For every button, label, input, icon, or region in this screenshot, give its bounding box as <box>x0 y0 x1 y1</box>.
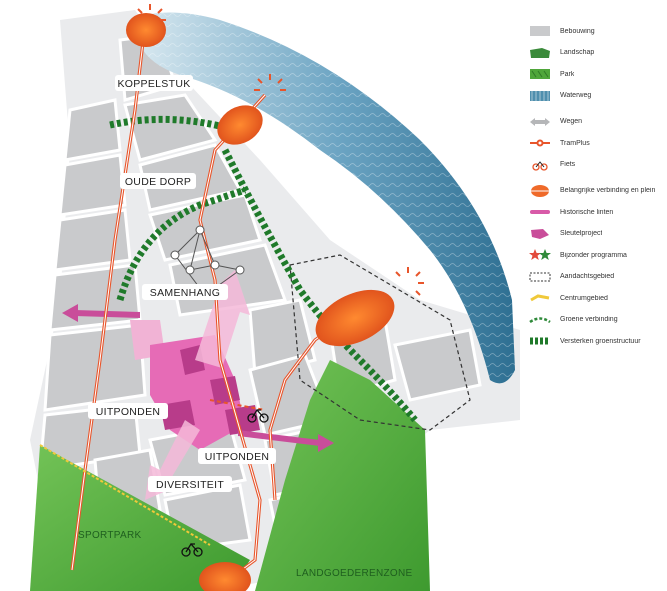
node-koppelstuk <box>126 13 166 47</box>
tram-icon <box>528 136 552 150</box>
label-sportpark: SPORTPARK <box>78 530 141 541</box>
legend-item-historische-linten: Historische linten <box>528 203 664 221</box>
legend-item-belangrijke-verbinding: Belangrijke verbinding en plein <box>528 182 664 200</box>
bicycle-icon <box>181 542 203 557</box>
legend: Bebouwing Landschap Park Waterweg Wegen … <box>528 22 664 354</box>
green-zigzag-icon <box>528 334 552 348</box>
connection-icon <box>528 184 552 198</box>
landscape-swatch <box>528 46 552 60</box>
legend-item-sleutelproject: Sleutelproject <box>528 225 664 243</box>
green-link-icon <box>528 313 552 327</box>
center-area-icon <box>528 291 552 305</box>
attention-area-outline <box>289 254 471 431</box>
key-project-icon <box>528 227 552 241</box>
legend-item-park: Park <box>528 65 664 83</box>
map-canvas: KOPPELSTUK OUDE DORP SAMENHANG UITPONDEN… <box>30 4 520 591</box>
label-diversiteit: DIVERSITEIT <box>156 479 224 491</box>
legend-item-centrumgebied: Centrumgebied <box>528 289 664 307</box>
legend-item-versterken-groenstructuur: Versterken groenstructuur <box>528 332 664 350</box>
park-landgoederenzone <box>255 360 430 591</box>
label-oude-dorp: OUDE DORP <box>125 176 191 188</box>
bicycle-icon <box>247 408 269 423</box>
legend-item-wegen: Wegen <box>528 113 664 131</box>
burst-icons <box>137 4 424 296</box>
label-landgoederenzone: LANDGOEDERENZONE <box>296 568 413 579</box>
connection-nodes <box>126 13 395 591</box>
legend-item-landschap: Landschap <box>528 44 664 62</box>
legend-item-waterweg: Waterweg <box>528 87 664 105</box>
label-koppelstuk: KOPPELSTUK <box>117 78 190 90</box>
node-east <box>315 289 395 347</box>
node-north <box>217 105 263 145</box>
legend-item-fiets: Fiets <box>528 156 664 174</box>
star-icon <box>528 248 552 262</box>
label-uitponden-right: UITPONDEN <box>205 451 270 463</box>
road-arrow-icon <box>528 115 552 129</box>
legend-item-aandachtsgebied: Aandachtsgebied <box>528 268 664 286</box>
bicycle-icon <box>528 158 552 172</box>
historic-ribbon-icon <box>528 205 552 219</box>
legend-item-tramplus: TramPlus <box>528 134 664 152</box>
label-uitponden-left: UITPONDEN <box>96 406 161 418</box>
cycle-route <box>209 399 266 411</box>
park-swatch <box>528 67 552 81</box>
waterway-swatch <box>528 89 552 103</box>
legend-item-groene-verbinding: Groene verbinding <box>528 311 664 329</box>
dashed-area-icon <box>528 270 552 284</box>
node-south <box>199 562 251 591</box>
label-samenhang: SAMENHANG <box>150 287 220 299</box>
historic-ribbons <box>62 304 334 452</box>
legend-item-bijzonder-programma: Bijzonder programma <box>528 246 664 264</box>
centre-area-edge <box>39 444 211 546</box>
building-swatch <box>528 24 552 38</box>
legend-item-bebouwing: Bebouwing <box>528 22 664 40</box>
